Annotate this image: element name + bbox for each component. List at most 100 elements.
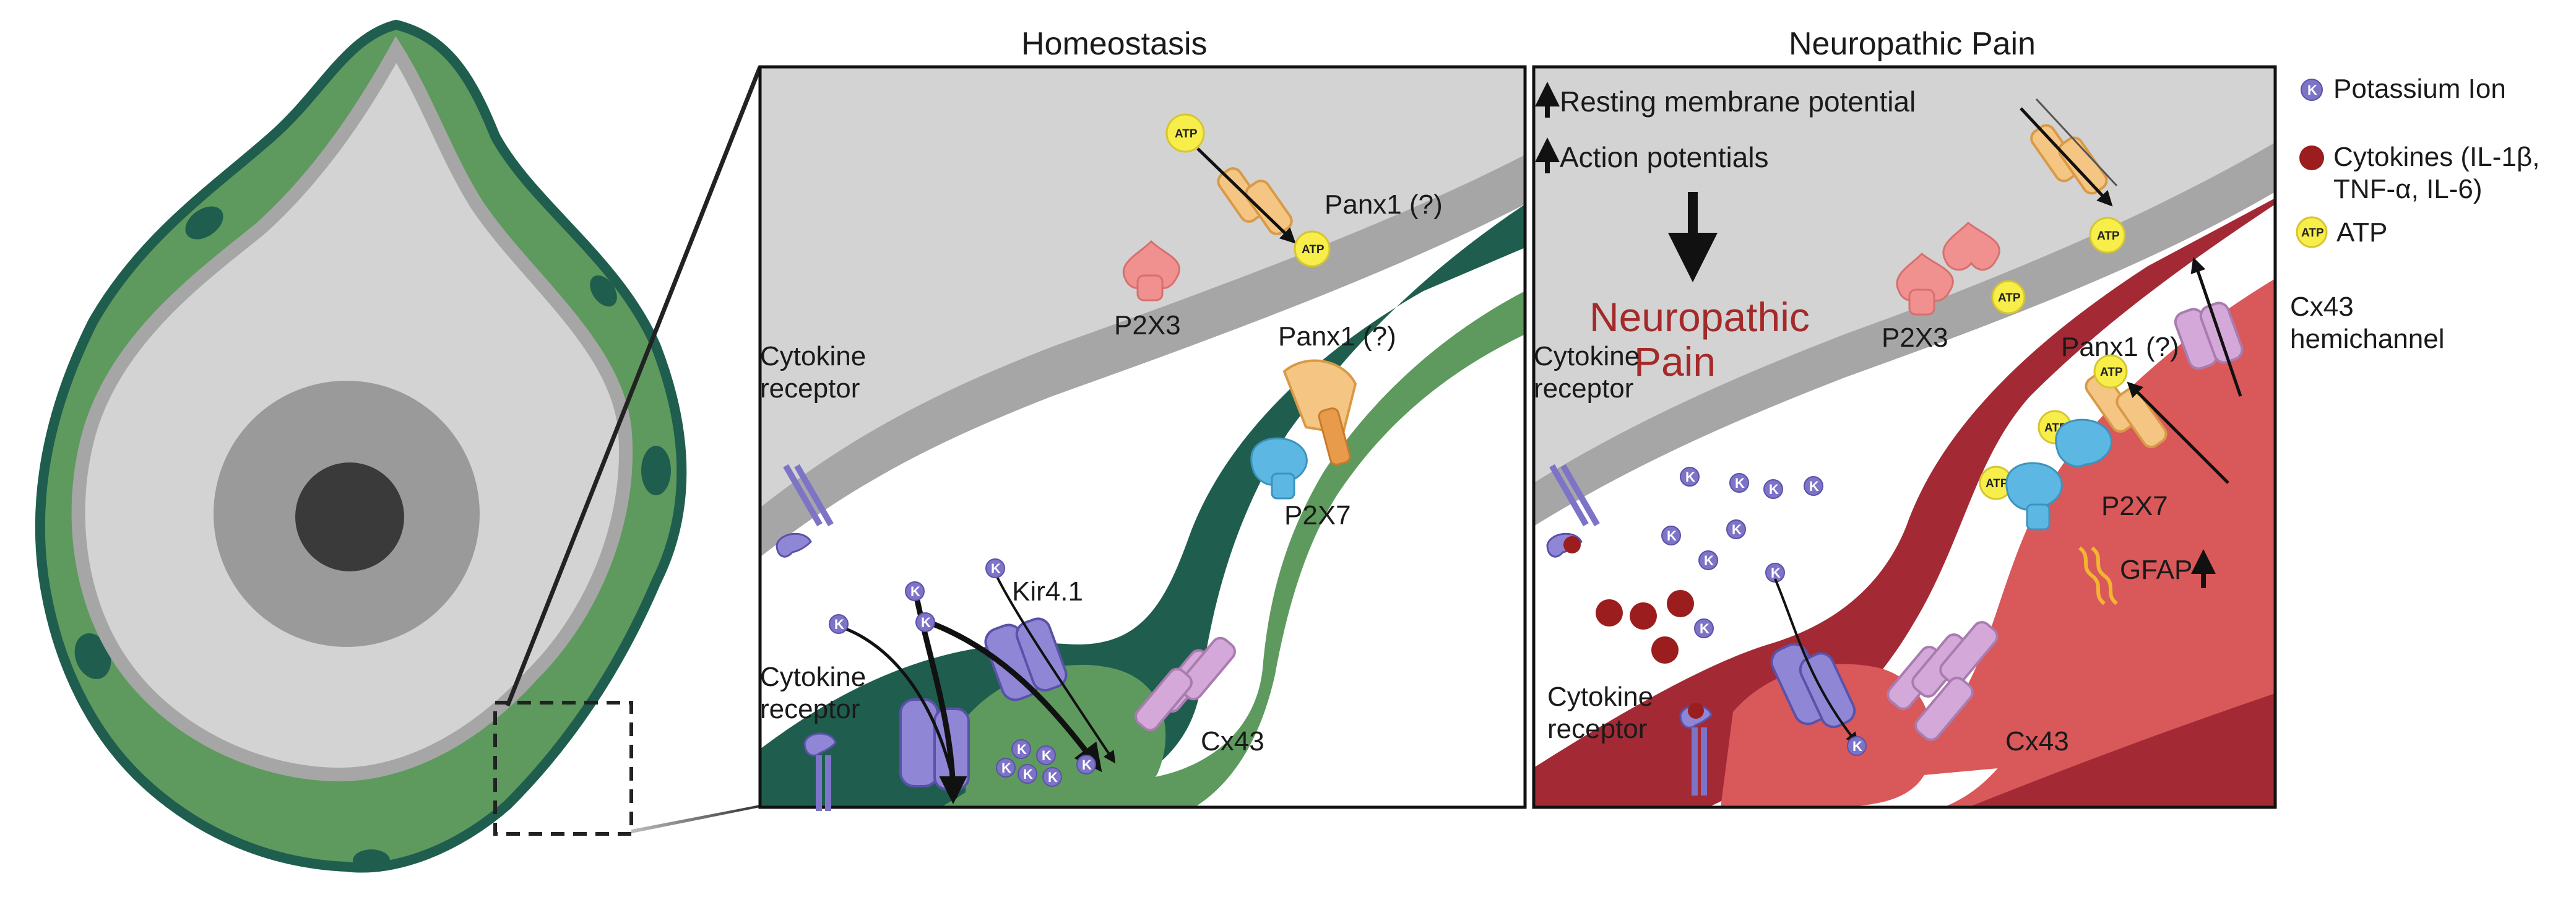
glia-nucleus [353,849,390,872]
panx1-label-middle: Panx1 (?) [1278,321,1396,352]
reactive-glia-bottom-edge [1968,693,2275,807]
potassium-ion: K [829,614,849,634]
cytokine-molecule [1651,636,1679,664]
svg-text:ATP: ATP [1998,292,2021,305]
glia-nucleus [74,633,111,679]
atp-efflux-arrow [1196,147,1296,244]
svg-text:K: K [1667,528,1677,544]
legend-cytokines: Cytokines (IL-1β,TNF-α, IL-6) [2299,142,2539,204]
svg-text:K: K [1017,742,1027,757]
potassium-ion: K [1042,767,1062,787]
reactive-glia-dark [1534,198,2275,807]
svg-text:K: K [2307,82,2317,98]
cx43-label-homeo: Cx43 [1201,726,1264,757]
potassium-ion: K [1765,563,1785,583]
potassium-ion: K [1661,526,1681,545]
cytokine-molecule [1630,602,1657,630]
atp-efflux-arrow-pain [2035,98,2118,187]
legend-potassium: K Potassium Ion [2301,74,2506,104]
atp-efflux-arrow-pain [2020,107,2113,207]
cytokine-receptor-pain-top [1546,464,1600,558]
svg-text:K: K [1809,479,1819,494]
cx43-label-pain: Cx43 [2005,726,2069,757]
glia-nucleus [185,206,223,240]
svg-text:K: K [910,584,920,599]
svg-text:K: K [991,561,1001,576]
atp-efflux-arrow-pain [2127,381,2229,484]
homeostasis-panel-frame [758,65,1527,809]
p2x7-receptor-pain [2005,418,2112,531]
homeostasis-scene [760,67,1525,807]
neuron-cell-overview [35,19,763,873]
neuron-membrane-homeo [760,155,1525,557]
glia-nucleus [590,275,617,307]
cytokine-molecule [1667,590,1694,617]
resting-potential-label: Resting membrane potential [1560,85,1916,118]
p2x7-label-pain: P2X7 [2101,491,2168,521]
svg-text:ATP: ATP [1986,477,2008,490]
potassium-ion: K [1726,519,1746,539]
p2x3-receptor-pain-2 [1942,221,2000,271]
neuropathic-title: Neuropathic Pain [1789,26,2036,62]
svg-text:K: K [834,617,844,632]
p2x7-label: P2X7 [1284,500,1351,531]
kir-channel-lower [899,698,970,791]
kir-label: Kir4.1 [1012,576,1083,607]
svg-text:ATP: ATP [2301,227,2324,240]
svg-text:K: K [1735,475,1745,491]
svg-text:K: K [1700,621,1709,636]
cx43-gap-junction-pain [1887,621,1999,741]
cytokine-icon [2299,145,2324,170]
neuron-nucleolus [295,462,404,571]
cytokine-bound [1688,703,1704,719]
panx1-label-top: Panx1 (?) [1325,189,1443,220]
svg-text:ATP: ATP [1302,243,1325,256]
cx43-gap-junction [1135,636,1236,732]
svg-text:K: K [1048,770,1058,785]
svg-text:K: K [1082,757,1092,773]
potassium-ion: K [1847,736,1867,756]
potassium-ion: K [1804,476,1823,496]
svg-text:K: K [1771,565,1781,581]
satellite-glia-homeo [760,204,1525,807]
potassium-uptake-arrow [995,575,1116,764]
svg-text:K: K [1685,469,1695,485]
potassium-uptake-arrow [927,619,1102,773]
panx1-label-pain: Panx1 (?) [2061,332,2179,362]
potassium-ion: K [1763,479,1783,499]
atp-molecule: ATP [1991,280,2026,314]
svg-text:ATP: ATP [2100,366,2123,379]
gfap-filament-icon [2078,546,2119,605]
potassium-ion: K [915,612,935,632]
glia-nucleus [641,446,671,495]
atp-molecule: ATP [1165,113,1205,153]
atp-efflux-arrow-hemichannel [2190,257,2242,397]
svg-text:K: K [1732,522,1742,537]
homeostasis-title: Homeostasis [1021,26,1208,62]
potassium-ion: K [905,581,925,601]
panx1-channel-pain-top [2030,124,2108,195]
reactive-glia-fill-right [1943,322,2275,807]
cytokine-receptor-bottom [803,732,837,811]
p2x3-label-pain: P2X3 [1882,323,1948,353]
svg-text:K: K [1001,760,1011,776]
potassium-ion: K [1018,764,1037,784]
svg-text:ATP: ATP [1175,128,1198,141]
atp-molecule: ATP [1294,230,1331,267]
zoom-selection-box [493,701,633,836]
potassium-uptake-arrow [835,623,962,799]
atp-molecule: ATP [2093,354,2128,389]
potassium-ion: K [1011,739,1031,759]
svg-text:K: K [1704,553,1714,568]
potassium-ion: K [1680,467,1700,487]
reactive-glia-process [1721,664,1932,807]
potassium-ion: K [1694,618,1714,638]
panx1-channel-top [1217,167,1293,235]
potassium-ion: K [1036,745,1056,765]
potassium-ion: K [1076,755,1096,774]
